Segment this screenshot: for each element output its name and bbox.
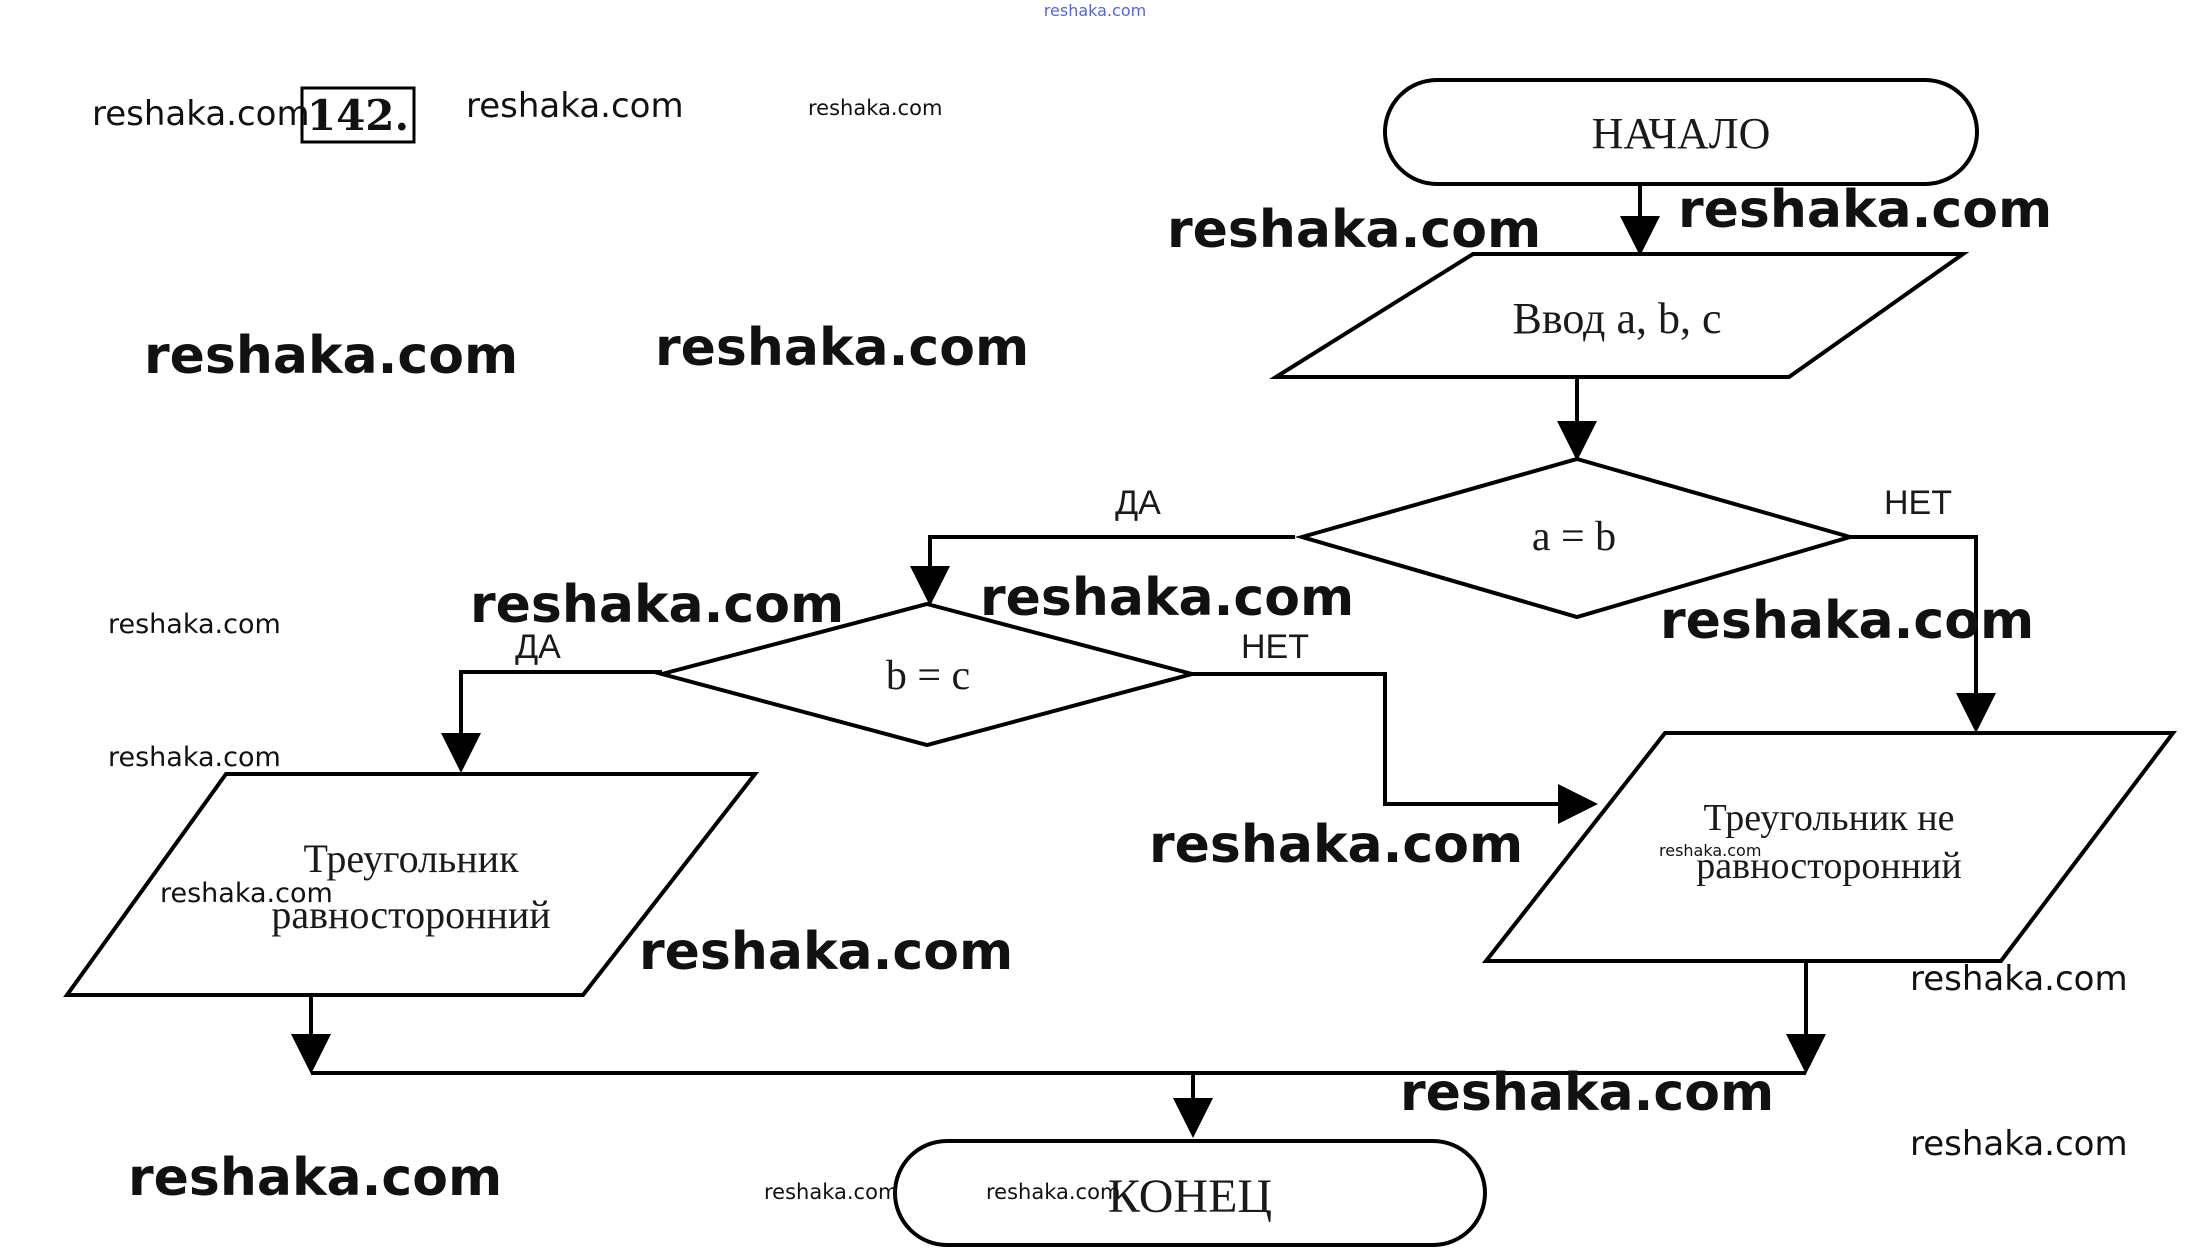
watermark: reshaka.com [92,94,310,134]
watermark: reshaka.com [764,1180,898,1204]
watermark: reshaka.com [1910,959,2128,999]
watermarks: reshaka.com reshaka.com reshaka.com resh… [92,86,2128,1208]
output-not-equilateral-line1: Треугольник не [1704,797,1955,839]
watermark: reshaka.com [1149,815,1523,875]
output-equilateral: Треугольник равносторонний [63,772,760,997]
watermark: reshaka.com [108,742,281,773]
watermark: reshaka.com [466,86,684,126]
watermark: reshaka.com [1659,841,1761,860]
watermark: reshaka.com [160,878,333,909]
input-label: Ввод a, b, c [1513,294,1722,343]
cond2-no-label: НЕТ [1241,628,1309,666]
top-watermark: reshaka.com [1044,1,1146,20]
watermark: reshaka.com [1400,1063,1774,1123]
cond2-yes-label: ДА [515,628,561,666]
start-terminal: НАЧАЛО [1383,78,1979,186]
watermark: reshaka.com [1167,200,1541,260]
decision-b-equals-c-label: b = c [886,653,970,699]
output-equilateral-line2: равносторонний [271,892,550,937]
cond1-no-label: НЕТ [1884,484,1952,522]
watermark: reshaka.com [639,922,1013,982]
cond1-yes-label: ДА [1115,484,1161,522]
start-label: НАЧАЛО [1592,109,1771,158]
decision-a-equals-b: a = b [1294,456,1858,620]
watermark: reshaka.com [128,1148,502,1208]
decision-a-equals-b-label: a = b [1532,514,1616,560]
watermark: reshaka.com [986,1180,1120,1204]
output-not-equilateral: Треугольник не равносторонний [1481,731,2178,963]
watermark: reshaka.com [1910,1124,2128,1164]
watermark: reshaka.com [470,575,844,635]
watermark: reshaka.com [808,96,942,120]
connectors [291,184,1996,1138]
input-parallelogram: Ввод a, b, c [1269,252,1970,379]
watermark: reshaka.com [980,568,1354,628]
watermark: reshaka.com [144,326,518,386]
end-terminal: КОНЕЦ [893,1139,1487,1247]
watermark: reshaka.com [108,609,281,640]
watermark: reshaka.com [1660,591,2034,651]
output-not-equilateral-line2: равносторонний [1696,845,1961,887]
end-label: КОНЕЦ [1108,1170,1272,1223]
problem-number: 142. [300,86,416,144]
watermark: reshaka.com [1678,180,2052,240]
decision-b-equals-c: b = c [654,601,1200,748]
problem-number-label: 142. [307,91,409,140]
watermark: reshaka.com [655,318,1029,378]
output-equilateral-line1: Треугольник [304,836,520,881]
